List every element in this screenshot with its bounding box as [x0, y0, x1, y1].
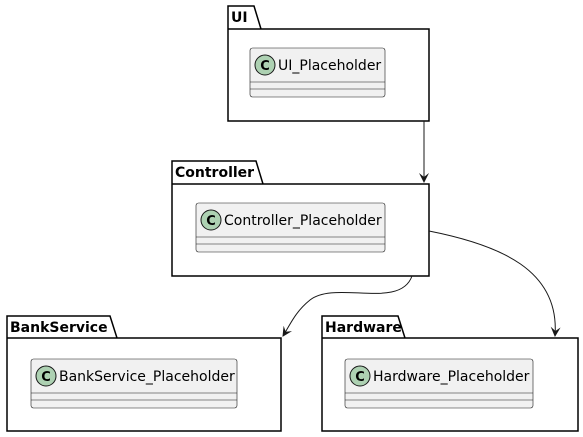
class-name: UI_Placeholder: [278, 58, 381, 74]
class-stereotype-icon: [35, 365, 57, 387]
package-ui[interactable]: UI C UI_Placeholder: [227, 5, 430, 122]
class-stereotype-icon: [200, 209, 222, 231]
package-bankservice-title: BankService: [10, 320, 108, 336]
package-bankservice[interactable]: BankService C BankService_Placeholder: [6, 315, 282, 432]
class-controller-placeholder[interactable]: C Controller_Placeholder: [195, 202, 386, 253]
package-hardware-title: Hardware: [325, 320, 402, 336]
edge-controller-to-bankservice: [282, 275, 413, 337]
class-name: Controller_Placeholder: [224, 213, 382, 229]
class-stereotype-letter: C: [41, 370, 51, 385]
edge-controller-to-hardware: [428, 230, 561, 337]
package-hardware[interactable]: Hardware C Hardware_Placeholder: [321, 315, 579, 432]
class-stereotype-letter: C: [206, 214, 216, 229]
class-bankservice-placeholder[interactable]: C BankService_Placeholder: [30, 358, 238, 409]
package-controller[interactable]: Controller C Controller_Placeholder: [171, 160, 430, 277]
class-hardware-placeholder[interactable]: C Hardware_Placeholder: [344, 358, 534, 409]
class-stereotype-letter: C: [355, 370, 365, 385]
class-name: BankService_Placeholder: [59, 369, 235, 385]
class-name: Hardware_Placeholder: [373, 369, 530, 385]
class-stereotype-icon: [254, 54, 276, 76]
class-ui-placeholder[interactable]: C UI_Placeholder: [249, 47, 386, 98]
class-stereotype-icon: [349, 365, 371, 387]
class-stereotype-letter: C: [260, 59, 270, 74]
package-controller-title: Controller: [175, 165, 254, 181]
package-ui-title: UI: [231, 10, 248, 26]
